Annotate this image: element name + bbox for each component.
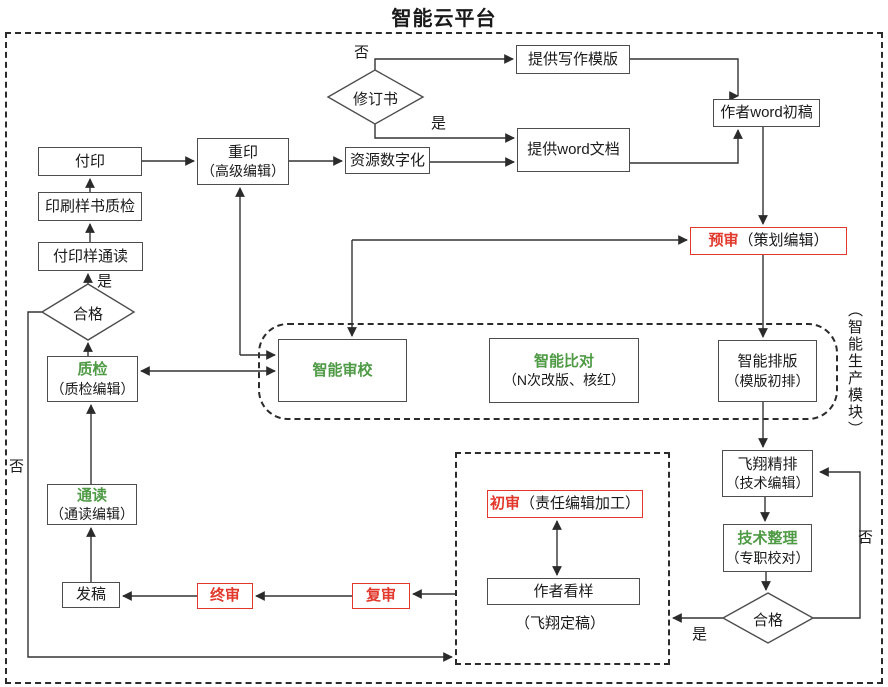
node-jishu-zhengli-title: 技术整理: [737, 530, 798, 548]
branch-no-right: 否: [858, 529, 874, 546]
node-zuozhe-word: 作者word初稿: [713, 99, 820, 127]
node-fuyin: 付印: [38, 147, 142, 176]
node-zuozhe-kanyang: 作者看样: [487, 578, 640, 605]
feixiang-caption: （飞翔定稿）: [514, 615, 605, 632]
node-chongyin: 重印 （高级编辑）: [197, 138, 289, 185]
node-tongdu-sub: （通读编辑）: [50, 506, 134, 523]
node-jishu-zhengli-sub: （专职校对）: [725, 549, 810, 566]
node-zhineng-bidui-sub: （N次改版、核红）: [502, 372, 626, 389]
node-yinshua-zhijian: 印刷样书质检: [38, 192, 142, 221]
node-tongdu: 通读 （通读编辑）: [47, 484, 137, 525]
node-chongyin-title: 重印: [227, 143, 258, 161]
node-zhongshen: 终审: [197, 583, 253, 609]
node-zhineng-paiban-title: 智能排版: [737, 353, 798, 371]
node-feixiang-jingpai-sub: （技术编辑）: [725, 475, 810, 492]
node-zhijian-title: 质检: [77, 361, 108, 379]
node-zhineng-paiban-sub: （模版初排）: [725, 372, 810, 389]
node-fuyinyang-tongdu-label: 付印样通读: [52, 247, 128, 265]
node-fuyinyang-tongdu: 付印样通读: [38, 242, 143, 271]
node-jishu-zhengli: 技术整理 （专职校对）: [723, 524, 812, 572]
node-tigong-xiezuo-label: 提供写作模版: [527, 50, 618, 68]
decision-diamonds: [40, 69, 815, 644]
node-fagao: 发稿: [62, 582, 120, 608]
node-zhongshen-label: 终审: [209, 587, 240, 605]
node-feixiang-jingpai: 飞翔精排 （技术编辑）: [722, 450, 813, 497]
node-zhijian: 质检 （质检编辑）: [47, 356, 138, 402]
node-zhijian-sub: （质检编辑）: [50, 380, 135, 397]
node-chushen-rest: （责任编辑加工）: [520, 495, 641, 513]
node-feixiang-jingpai-title: 飞翔精排: [737, 455, 798, 473]
decision-xiudingshu-shape: [326, 69, 425, 125]
outer-platform-border: [5, 32, 883, 684]
node-zhineng-shenjiao-label: 智能审校: [312, 361, 373, 379]
decision-hege-left-label: 合格: [72, 306, 103, 323]
node-yushen-rest: （策划编辑）: [738, 232, 829, 250]
node-fuyin-label: 付印: [74, 152, 105, 170]
node-zuozhe-kanyang-label: 作者看样: [533, 582, 594, 600]
flow-arrows: [27, 54, 861, 662]
node-tigong-word-label: 提供word文档: [527, 141, 620, 159]
decision-hege-left-shape: [40, 283, 136, 341]
branch-no-far-left: 否: [9, 458, 25, 475]
feixiang-final-draft-border: [455, 452, 670, 665]
node-zhineng-bidui-title: 智能比对: [533, 352, 594, 370]
node-ziyuan-shuzihua-label: 资源数字化: [349, 151, 425, 169]
node-yushen: 预审（策划编辑）: [690, 227, 847, 255]
decision-hege-right-shape: [721, 592, 815, 644]
decision-hege-right-label: 合格: [752, 612, 783, 629]
node-tigong-word: 提供word文档: [517, 128, 630, 172]
branch-no-top: 否: [354, 44, 370, 61]
node-fagao-label: 发稿: [75, 586, 106, 604]
diagram-title: 智能云平台: [391, 8, 497, 30]
smart-production-module-label: （智能生产模块）: [846, 302, 863, 438]
node-tigong-xiezuo: 提供写作模版: [516, 45, 630, 74]
node-zhineng-shenjiao: 智能审校: [278, 339, 407, 402]
node-tongdu-title: 通读: [76, 486, 107, 504]
node-ziyuan-shuzihua: 资源数字化: [345, 147, 430, 174]
decision-xiudingshu-label: 修订书: [352, 91, 398, 108]
branch-yes-top: 是: [431, 115, 447, 132]
node-zhineng-paiban: 智能排版 （模版初排）: [718, 340, 817, 402]
node-chushen: 初审（责任编辑加工）: [487, 490, 643, 518]
node-zuozhe-word-label: 作者word初稿: [720, 104, 813, 122]
node-chongyin-sub: （高级编辑）: [201, 163, 285, 180]
branch-yes-bottom-right: 是: [692, 626, 708, 643]
node-fushen-label: 复审: [365, 587, 396, 605]
node-fushen: 复审: [352, 583, 410, 609]
node-chushen-accent: 初审: [489, 495, 520, 513]
node-yushen-accent: 预审: [708, 232, 739, 250]
node-zhineng-bidui: 智能比对 （N次改版、核红）: [489, 338, 639, 403]
node-yinshua-zhijian-label: 印刷样书质检: [44, 197, 135, 215]
branch-yes-left: 是: [97, 273, 113, 290]
